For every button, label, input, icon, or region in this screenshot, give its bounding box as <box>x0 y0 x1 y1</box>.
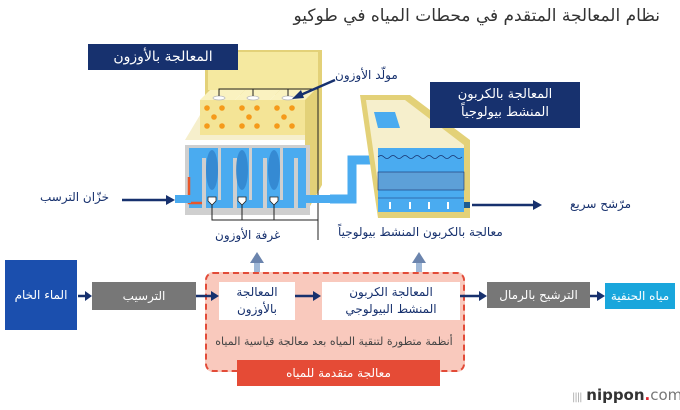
connecting-pipe <box>330 155 375 204</box>
advanced-region-note: أنظمة متطورة لتنقية المياه بعد معالجة قي… <box>215 335 453 348</box>
sedimentation-box: الترسيب <box>92 282 196 310</box>
bac-illustration-label-line2: المنشط بيولوجياً <box>461 105 549 120</box>
bac-treatment-box: المعالجة الكربون المنشط البيولوجي <box>322 282 460 320</box>
bac-treatment-label: معالجة بالكربون المنشط بيولوجياً <box>338 225 503 239</box>
ozone-generator-cubes <box>200 88 319 240</box>
bac-illustration-label-line1: المعالجة بالكربون <box>457 87 553 102</box>
tap-water-box: مياه الحنفية <box>605 283 675 309</box>
ozone-box-line1: المعالجة <box>236 285 278 299</box>
ozone-box-line2: بالأوزون <box>236 302 278 316</box>
ozone-treatment-label: المعالجة بالأوزون <box>88 44 238 70</box>
ozone-treatment-box: المعالجة بالأوزون <box>219 282 295 320</box>
ozone-chamber-label: غرفة الأوزون <box>215 228 281 242</box>
nippon-logo: |||| nippon.com <box>572 386 680 404</box>
pointer-arrows <box>122 78 542 210</box>
logo-dot: . <box>644 386 651 404</box>
bac-illustration-label: المعالجة بالكربون المنشط بيولوجياً <box>430 82 580 128</box>
sand-filtration-box: الترشيح بالرمال <box>487 282 590 308</box>
rapid-filter-label: مرّشح سريع <box>570 197 632 211</box>
logo-main: nippon <box>586 386 645 404</box>
page-title: نظام المعالجة المتقدم في محطات المياه في… <box>293 6 660 26</box>
advanced-region-title: معالجة متقدمة للمياه <box>237 360 440 386</box>
logo-tld: com <box>650 386 680 404</box>
sedimentation-tank-label: خزّان الترسب <box>40 190 110 204</box>
logo-bars-icon: |||| <box>572 392 583 403</box>
raw-water-box: الماء الخام <box>5 260 77 330</box>
bac-box-line1: المعالجة الكربون <box>349 285 433 299</box>
ozone-generator-label: مولّد الأوزون <box>335 68 398 82</box>
ozone-chamber-graphic <box>175 145 336 221</box>
bac-box-line2: المنشط البيولوجي <box>345 302 437 316</box>
